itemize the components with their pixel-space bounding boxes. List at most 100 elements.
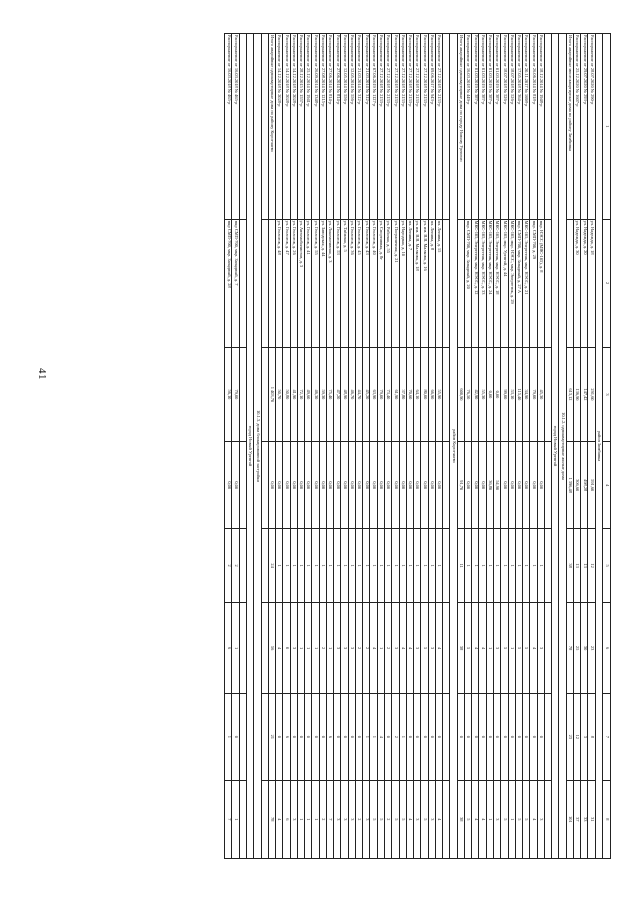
table-cell: 3 (290, 780, 298, 859)
table-row: Итого аварийные многоквартирные дома по … (566, 33, 574, 859)
table-cell: МКС-105, Энергетик, мкр. НЭСС, д. 33 (478, 219, 487, 347)
blank-cell (442, 780, 450, 859)
table-cell: 54,90 (493, 441, 501, 529)
table-cell: мкр СМП-700, мкр. Западный, д. 28 (224, 219, 232, 347)
table-cell: 1 (311, 780, 320, 859)
table-cell: 59,30 (319, 347, 327, 442)
table-cell: ул. Надежда, д. 18 (587, 219, 596, 347)
table-cell: 0 (500, 693, 509, 781)
table-cell: 49,60 (304, 347, 312, 442)
blank-cell (239, 780, 247, 859)
table-cell: 4 (435, 780, 443, 859)
table-cell: 79,00 (529, 347, 538, 442)
blank-cell (239, 441, 247, 529)
table-cell (457, 219, 465, 347)
table-cell: 0,00 (493, 347, 501, 442)
table-cell: 3 (348, 780, 356, 859)
table-cell: 1 (428, 528, 436, 603)
table-cell: 4 (377, 693, 385, 781)
table-cell: Распоряжение от 27.08.2014 № 1215-р (319, 33, 327, 220)
table-cell: 33 (580, 780, 588, 859)
table-cell: 73,40 (384, 347, 392, 442)
table-cell: 5 (377, 780, 385, 859)
table-cell: 0 (529, 693, 538, 781)
table-cell: 1 (377, 602, 385, 694)
table-cell: 1 (508, 528, 516, 603)
blank-cell (544, 528, 552, 603)
table-cell: 25 (573, 602, 581, 694)
table-cell: 1 (326, 602, 334, 694)
table-cell: 0,00 (464, 441, 472, 529)
table-cell: 79,00 (377, 347, 385, 442)
table-cell: 46,30 (311, 347, 320, 442)
table-cell: ул. им. В.В. Малкова, д. 18 (413, 219, 421, 347)
table-cell: 0,00 (370, 441, 378, 529)
table-cell: 53,10 (508, 347, 516, 442)
table-cell: 4 (435, 602, 443, 694)
table-cell: Распоряжение от 27.12.2018 № 2153-р (406, 33, 414, 220)
table-cell: 0,00 (500, 441, 509, 529)
table-cell: Распоряжение от 18.07.2018 № 526-р (500, 33, 509, 220)
table-cell: 78 (566, 602, 574, 694)
table-cell: 0 (231, 693, 240, 781)
table-cell: 5 (515, 780, 523, 859)
table-cell: 0 (282, 602, 291, 694)
table-cell: 1 (384, 528, 392, 603)
table-cell: 5 (464, 780, 472, 859)
table-cell: Итого аварийные одноквартирные дома по г… (457, 33, 465, 220)
table-cell: пл. Ленина, д. 8 (428, 219, 436, 347)
column-number-cell: 3 (602, 347, 611, 442)
table-cell: 1 (224, 693, 232, 781)
table-cell: 1 (297, 528, 305, 603)
table-cell: 0,00 (508, 441, 516, 529)
table-cell: 0 (355, 693, 363, 781)
subsection-heading-row: город Новый Уренгой (246, 33, 254, 859)
table-cell: 8 (587, 693, 596, 781)
table-cell: 5 (500, 602, 509, 694)
blank-cell (442, 441, 450, 529)
table-cell (268, 219, 276, 347)
section-heading: 10.1.2. одноквартирные жилые дома (558, 33, 567, 859)
table-cell: Распоряжение от 29.07.2020 № 293-р (580, 33, 588, 220)
table-cell: 46,70 (348, 347, 356, 442)
blank-cell (442, 219, 450, 347)
table-cell: МКС-105, Энергетик, мкр. НЭСС, д. 24 (486, 219, 494, 347)
table-cell: 291,60 (587, 347, 596, 442)
table-cell (566, 219, 574, 347)
table-cell: 78 (268, 780, 276, 859)
table-cell: 1 (508, 780, 516, 859)
table-cell: 5 (391, 780, 400, 859)
table-cell: 42,90 (471, 347, 479, 442)
table-cell: 91,70 (457, 441, 465, 529)
table-cell: 11 (457, 528, 465, 603)
page-number: 41 (36, 368, 48, 380)
table-cell: Распоряжение от 12.05.2014 № 556-р (340, 33, 349, 220)
table-cell: 1 (377, 528, 385, 603)
table-cell: 3 (340, 602, 349, 694)
table-cell: МКС-105, мкр. Уренгой, д. 44 (500, 219, 509, 347)
table-cell: 136,90 (573, 347, 581, 442)
table-cell: 61,90 (391, 347, 400, 442)
table-cell: Распоряжение от 27.12.2018 № 2153-р (391, 33, 400, 220)
table-cell: 1 (471, 528, 479, 603)
table-cell: 0,00 (290, 441, 298, 529)
table-cell: ул. Надежда, д. 30 (573, 219, 581, 347)
table-cell: 1 (486, 528, 494, 603)
table-cell: ул. Геологов, д. 36 (348, 219, 356, 347)
table-cell: 1 (326, 528, 334, 603)
table-cell: 1 (304, 602, 312, 694)
table-cell: ул. Геологов, д. 45 (355, 219, 363, 347)
blank-cell (544, 602, 552, 694)
